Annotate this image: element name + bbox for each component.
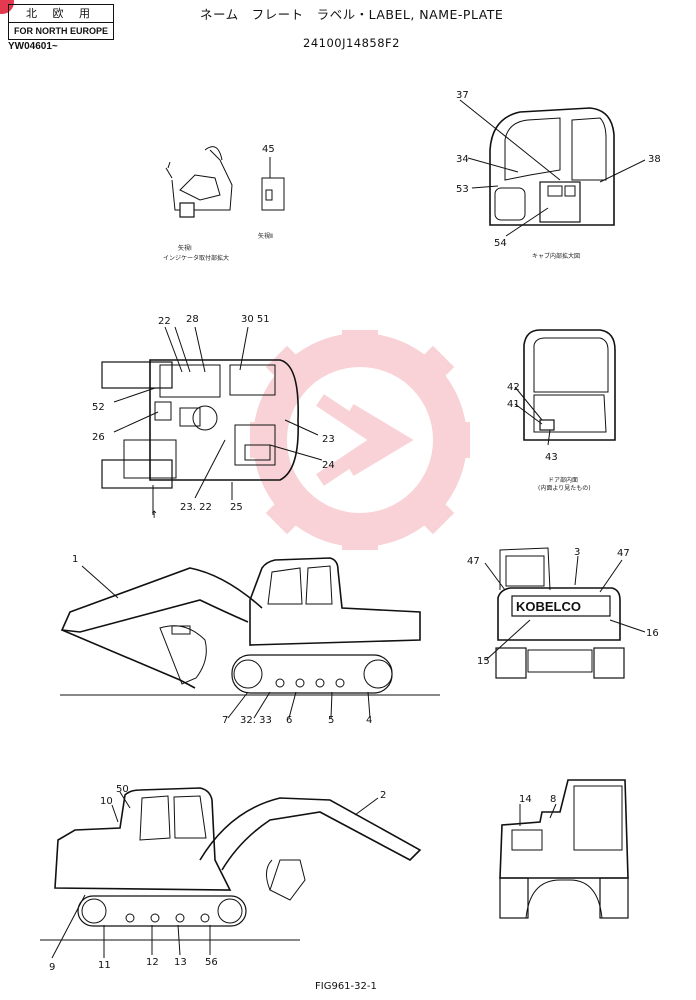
callout-23-22: 23. 22: [180, 502, 212, 513]
callout-37: 37: [456, 90, 469, 101]
callout-26: 26: [92, 432, 105, 443]
callout-12: 12: [146, 957, 159, 968]
cab-interior-view: 37 34 38 53 54 キャブ内部拡大図: [456, 90, 661, 260]
callout-1: 1: [72, 554, 78, 565]
callout-34: 34: [456, 154, 469, 165]
track-rollers-2: [81, 898, 243, 924]
callout-9: 9: [49, 962, 55, 973]
callout-28: 28: [186, 314, 199, 325]
excavator-side-view-left: 1 7 32. 33 6 5 4: [60, 554, 440, 726]
door-view-subcaption: (内面より見たもの): [538, 484, 591, 492]
cab-view-caption: キャブ内部拡大図: [532, 252, 580, 260]
callout-50: 50: [116, 784, 129, 795]
callout-15: 15: [477, 656, 490, 667]
callout-32-33: 32. 33: [240, 715, 272, 726]
callout-8: 8: [550, 794, 556, 805]
callout-24: 24: [322, 460, 335, 471]
excavator-side-view-right: 50 10 2 9 11 12 13 56: [40, 784, 422, 973]
callout-16: 16: [646, 628, 659, 639]
callout-23-right: 23: [322, 434, 335, 445]
seat-view-caption: 矢視Ⅰ: [178, 244, 192, 252]
callout-47-left: 47: [467, 556, 480, 567]
callout-13: 13: [174, 957, 187, 968]
callout-6: 6: [286, 715, 292, 726]
callout-41: 41: [507, 399, 520, 410]
callout-38: 38: [648, 154, 661, 165]
region-label-english: FOR NORTH EUROPE: [13, 26, 108, 36]
callout-10: 10: [100, 796, 113, 807]
seat-view-subcaption: インジケータ取付部拡大: [163, 254, 229, 262]
callout-52: 52: [92, 402, 105, 413]
callout-47-right: 47: [617, 548, 630, 559]
excavator-rear-view: KOBELCO 47 3 47 16 15: [467, 547, 659, 679]
plan-arrow-label: ↑: [150, 510, 158, 521]
callout-53: 53: [456, 184, 469, 195]
callout-30-51: 30 51: [241, 314, 270, 325]
region-label-japanese: 北 欧 用: [9, 5, 113, 23]
region-label-box: 北 欧 用 FOR NORTH EUROPE: [8, 4, 114, 40]
figure-id: FIG961-32-1: [315, 981, 377, 992]
label-45-detail: 45 矢視Ⅱ: [258, 144, 285, 240]
callout-43: 43: [545, 452, 558, 463]
track-rollers-1: [233, 659, 393, 689]
callout-22: 22: [158, 316, 171, 327]
callout-7: 7: [222, 715, 228, 726]
callout-3-rear: 3: [574, 547, 580, 558]
door-view-caption: ドア部内面: [548, 476, 578, 484]
page-title: ネーム フレート ラベル・LABEL, NAME-PLATE: [200, 7, 504, 22]
callout-42: 42: [507, 382, 520, 393]
kobelco-plate-text: KOBELCO: [516, 599, 581, 614]
watermark-logo: [250, 330, 470, 550]
part-number: 24100J14858F2: [303, 36, 400, 50]
s45-view-caption: 矢視Ⅱ: [258, 232, 273, 240]
callout-2: 2: [380, 790, 386, 801]
callout-5: 5: [328, 715, 334, 726]
callout-4: 4: [366, 715, 372, 726]
serial-range: YW04601~: [8, 41, 58, 52]
door-inner-view: 42 41 43 ドア部内面 (内面より見たもの): [507, 329, 616, 492]
callout-14: 14: [519, 794, 532, 805]
callout-11: 11: [98, 960, 111, 971]
callout-56: 56: [205, 957, 218, 968]
seat-indicator-detail: 矢視Ⅰ インジケータ取付部拡大: [163, 146, 233, 262]
callout-54: 54: [494, 238, 507, 249]
excavator-front-view: 14 8: [499, 779, 629, 919]
callout-45: 45: [262, 144, 275, 155]
plan-view: ↑ 22 28 30 51 52 26 23 24 23. 22 25: [92, 314, 335, 521]
callout-25: 25: [230, 502, 243, 513]
